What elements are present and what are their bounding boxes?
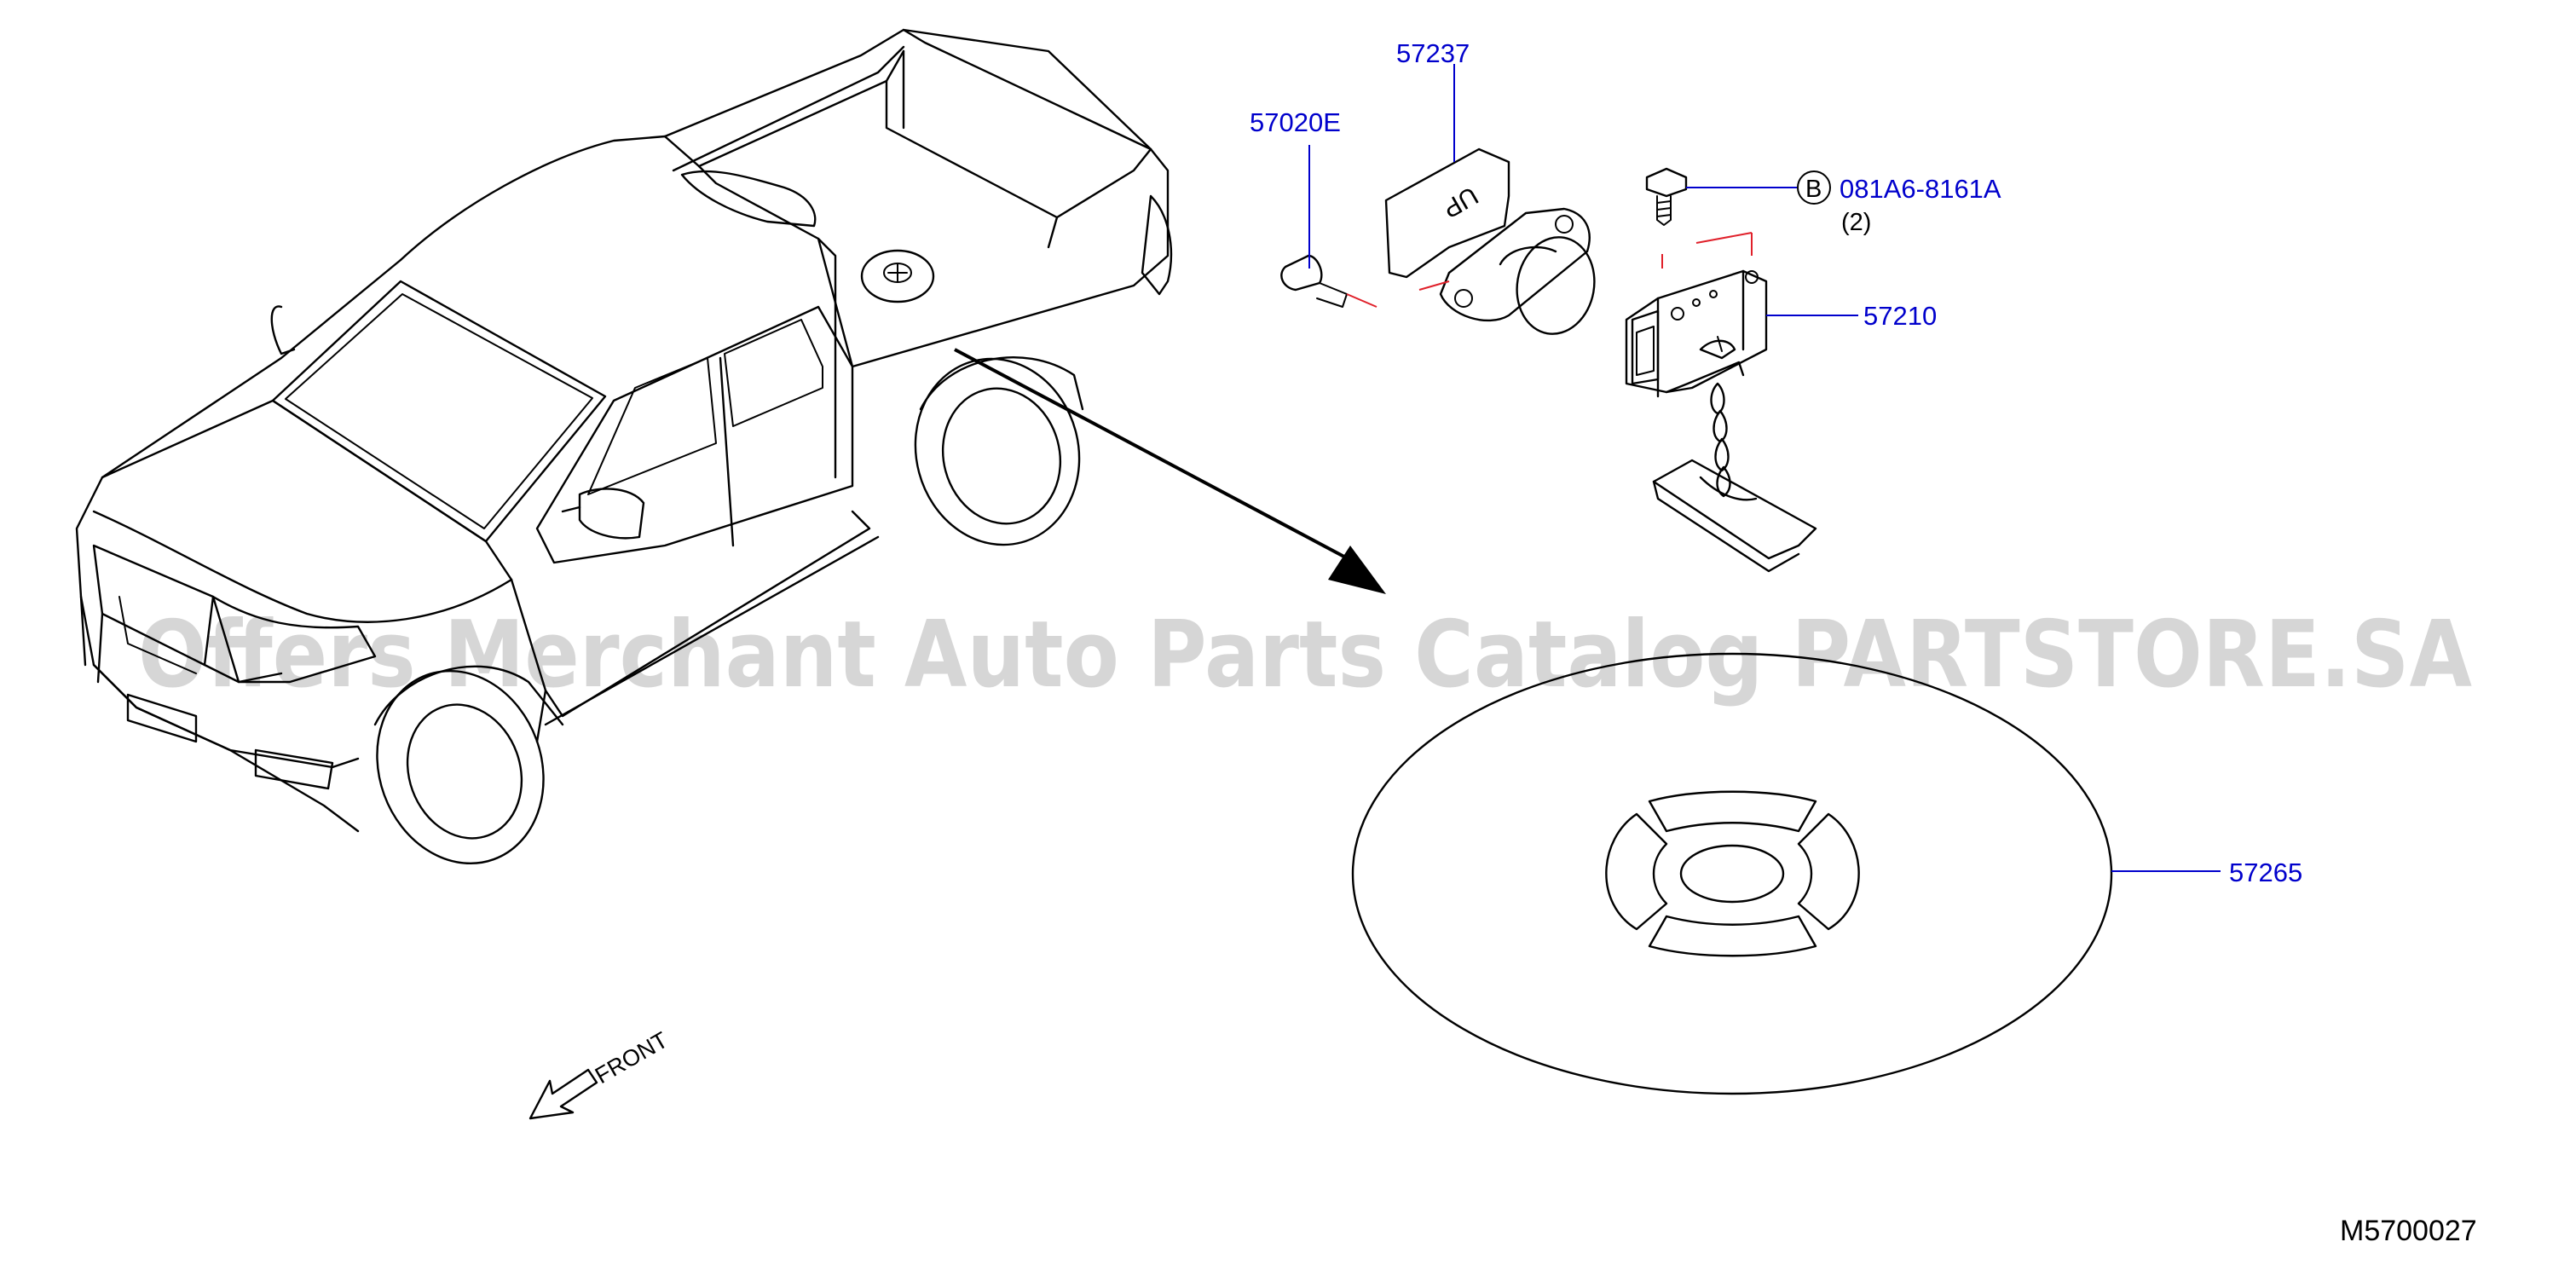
callout-57210[interactable]: 57210 bbox=[1863, 301, 1937, 331]
part-57210-hanger bbox=[1625, 269, 1817, 573]
part-57020E-clip bbox=[1280, 254, 1378, 308]
front-arrow-icon bbox=[528, 1068, 598, 1120]
bracket-up-mark: UP bbox=[1438, 181, 1483, 222]
front-label: FRONT bbox=[591, 1027, 673, 1089]
callout-57237[interactable]: 57237 bbox=[1396, 38, 1470, 68]
callout-57265[interactable]: 57265 bbox=[2229, 858, 2302, 887]
qty-081A6-8161A: (2) bbox=[1841, 209, 1871, 236]
callout-081A6-8161A[interactable]: 081A6-8161A bbox=[1840, 174, 2001, 204]
diagram-code: M5700027 bbox=[2340, 1215, 2477, 1247]
bolt-081A6-8161A bbox=[1645, 167, 1753, 269]
ref-circle-b bbox=[1797, 170, 1831, 205]
part-57237-bracket: UP bbox=[1384, 147, 1596, 335]
direction-arrow-icon bbox=[954, 348, 1386, 594]
part-57265-spare-tire bbox=[1351, 652, 2113, 1095]
ref-letter-b: B bbox=[1805, 176, 1822, 203]
pickup-truck-illustration bbox=[75, 28, 1173, 865]
watermark: Offers Merchant Auto Parts Catalog PARTS… bbox=[138, 602, 2472, 708]
callout-57020E[interactable]: 57020E bbox=[1250, 107, 1341, 137]
